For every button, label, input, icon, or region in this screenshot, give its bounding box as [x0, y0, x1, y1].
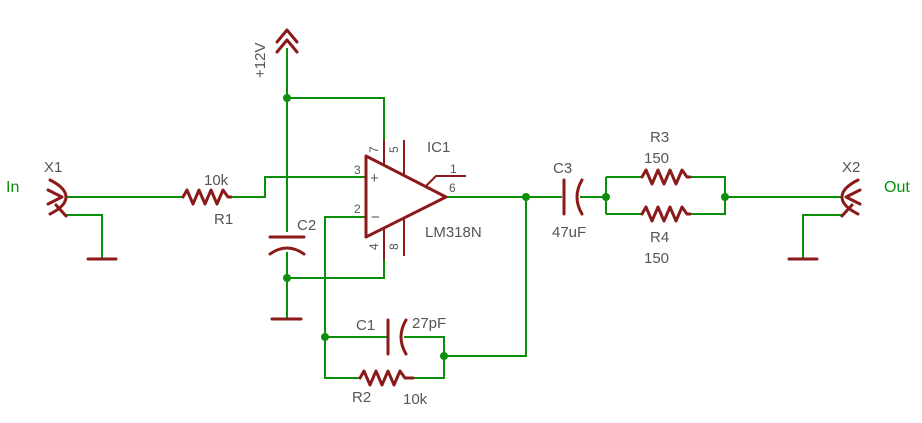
c2-name: C2	[297, 217, 316, 234]
supply-arrow-icon-2	[275, 38, 299, 54]
wire-pin4-ground	[287, 260, 385, 279]
r3-value: 150	[644, 150, 669, 167]
capacitor-c2: C2	[268, 217, 316, 256]
c3-plate-right	[575, 178, 584, 216]
pin7-number: 7	[367, 146, 381, 153]
pin4-number: 4	[367, 243, 381, 250]
pin1-number: 1	[450, 162, 457, 176]
supply-12v: +12V	[252, 28, 299, 78]
c3-name: C3	[553, 160, 572, 177]
x1-name: X1	[44, 159, 62, 176]
c3-value: 47uF	[552, 224, 586, 241]
r1-zigzag	[181, 188, 233, 206]
opamp-ic1: + − 3 2 6 1 7 5 4 8 IC1 LM318N	[354, 139, 482, 260]
wire-c1-right	[404, 336, 445, 379]
resistor-r4: R4 150	[640, 205, 692, 267]
capacitor-c1: C1 27pF	[356, 315, 446, 356]
wires	[65, 48, 843, 379]
wire-feedback-return	[444, 197, 527, 357]
wire-x1-ground	[65, 214, 103, 258]
wire-vcc-pin7	[287, 97, 385, 140]
junction-dot	[522, 193, 530, 201]
r3-zigzag	[640, 168, 692, 186]
r4-name: R4	[650, 229, 669, 246]
r2-name: R2	[352, 389, 371, 406]
x2-name: X2	[842, 159, 860, 176]
resistor-r1: 10k R1	[181, 172, 233, 228]
pin6-number: 6	[449, 181, 456, 195]
junction-dot	[721, 193, 729, 201]
pin2-number: 2	[354, 202, 361, 216]
pin8-number: 8	[387, 243, 401, 250]
supply-label: +12V	[252, 43, 269, 78]
junction-dot	[440, 352, 448, 360]
ic1-name: IC1	[427, 139, 450, 156]
connector-x1: X1 In	[6, 159, 68, 218]
c1-name: C1	[356, 317, 375, 334]
x2-jack-symbol-inner	[844, 188, 862, 206]
opamp-triangle	[364, 154, 448, 239]
supply-arrow-icon	[275, 28, 299, 44]
resistor-r3: R3 150	[640, 129, 692, 186]
opamp-minus: −	[371, 209, 380, 226]
junctions	[283, 94, 729, 360]
c1-plate-right	[399, 318, 408, 356]
junction-dot	[283, 274, 291, 282]
junction-dot	[602, 193, 610, 201]
connector-x2: X2 Out	[840, 159, 910, 218]
r2-value: 10k	[403, 391, 428, 408]
wire-minus-feedback	[324, 216, 366, 379]
wire-r1-to-plus	[231, 176, 366, 198]
wire-r3-right	[690, 176, 726, 215]
c2-plate-bottom	[268, 246, 306, 256]
pin3-number: 3	[354, 163, 361, 177]
x1-jack-symbol-inner	[46, 188, 64, 206]
r2-zigzag	[358, 369, 415, 387]
wire-x2-ground	[802, 214, 843, 258]
r4-value: 150	[644, 250, 669, 267]
x2-jack-stem	[840, 203, 854, 218]
pin5-number: 5	[387, 146, 401, 153]
net-label-in: In	[6, 179, 19, 196]
r1-value: 10k	[204, 172, 229, 189]
x1-jack-stem	[54, 203, 68, 218]
opamp-plus: +	[370, 170, 379, 187]
r1-name: R1	[214, 211, 233, 228]
junction-dot	[321, 333, 329, 341]
junction-dot	[283, 94, 291, 102]
r3-name: R3	[650, 129, 669, 146]
r4-zigzag	[640, 205, 692, 223]
net-label-out: Out	[884, 179, 910, 196]
pin1-lead	[425, 175, 466, 187]
capacitor-c3: C3 47uF	[552, 160, 586, 241]
c1-value: 27pF	[412, 315, 446, 332]
resistor-r2: R2 10k	[352, 369, 428, 408]
ic1-value: LM318N	[425, 224, 482, 241]
